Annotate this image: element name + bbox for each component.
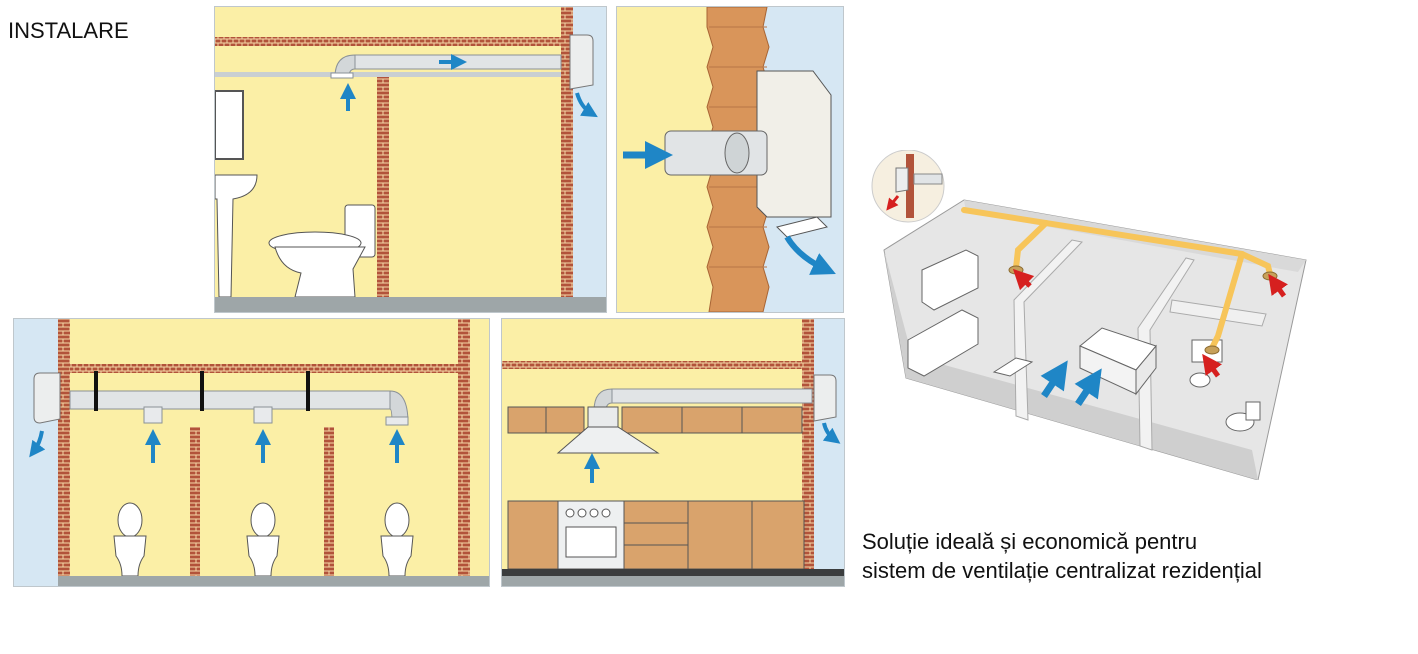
fan-unit-icon (756, 70, 832, 238)
stove-icon (557, 500, 625, 570)
caption-line-1: Soluție ideală și economică pentru (862, 529, 1198, 554)
panel-wall-fan-detail (616, 6, 844, 313)
fan-unit-icon (871, 149, 945, 223)
caption: Soluție ideală și economică pentru siste… (862, 527, 1262, 585)
fan-unit-icon (813, 374, 837, 422)
toilet-icon (1225, 401, 1261, 432)
range-hood-icon (556, 406, 660, 454)
panel-kitchen-installation (501, 318, 845, 587)
apartment-isometric-diagram (866, 149, 1312, 481)
fan-unit-icon (33, 372, 61, 424)
fan-unit-icon (569, 34, 594, 90)
panel-multiple-toilets-installation (13, 318, 490, 587)
panel-bathroom-installation (214, 6, 607, 313)
sink-icon (215, 174, 258, 298)
bed-icon (1079, 327, 1157, 396)
page-title: INSTALARE (8, 18, 129, 43)
caption-line-2: sistem de ventilație centralizat reziden… (862, 558, 1262, 583)
mirror-icon (215, 90, 244, 160)
toilet-icon (268, 204, 376, 298)
